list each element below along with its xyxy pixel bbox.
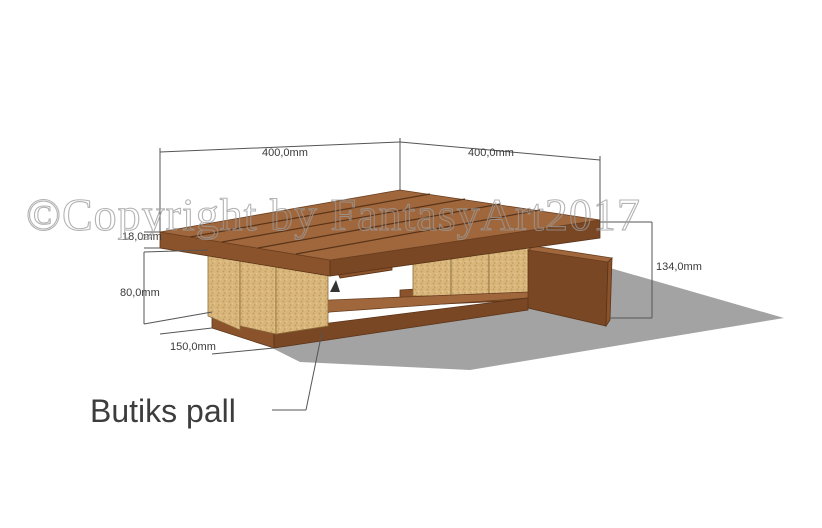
dimension-lines (143, 138, 653, 411)
deck-gap-2 (221, 198, 466, 243)
dim-block-width: 150,0mm (170, 341, 216, 353)
dim-total-height: 134,0mm (656, 261, 702, 273)
dim-width-left: 400,0mm (262, 147, 308, 159)
dim-block-height: 80,0mm (120, 287, 160, 299)
deck-gap-4 (295, 209, 541, 255)
dim-board-thickness: 18,0mm (122, 231, 162, 243)
front-block-left (207, 249, 241, 331)
deck-gap-1 (189, 193, 431, 238)
deck-gap-3 (257, 203, 501, 249)
dim-width-right: 400,0mm (468, 147, 514, 159)
bottom-board-side (273, 297, 529, 349)
arrow-marker (330, 280, 340, 292)
front-block-front (239, 255, 277, 335)
ground-shadow (272, 268, 784, 370)
copyright-watermark: ©Copyright by FantasyArt2017 (26, 189, 641, 240)
pallet-label: Butiks pall (90, 393, 236, 429)
rear-block-right (488, 245, 530, 297)
side-board-edge (605, 257, 613, 328)
